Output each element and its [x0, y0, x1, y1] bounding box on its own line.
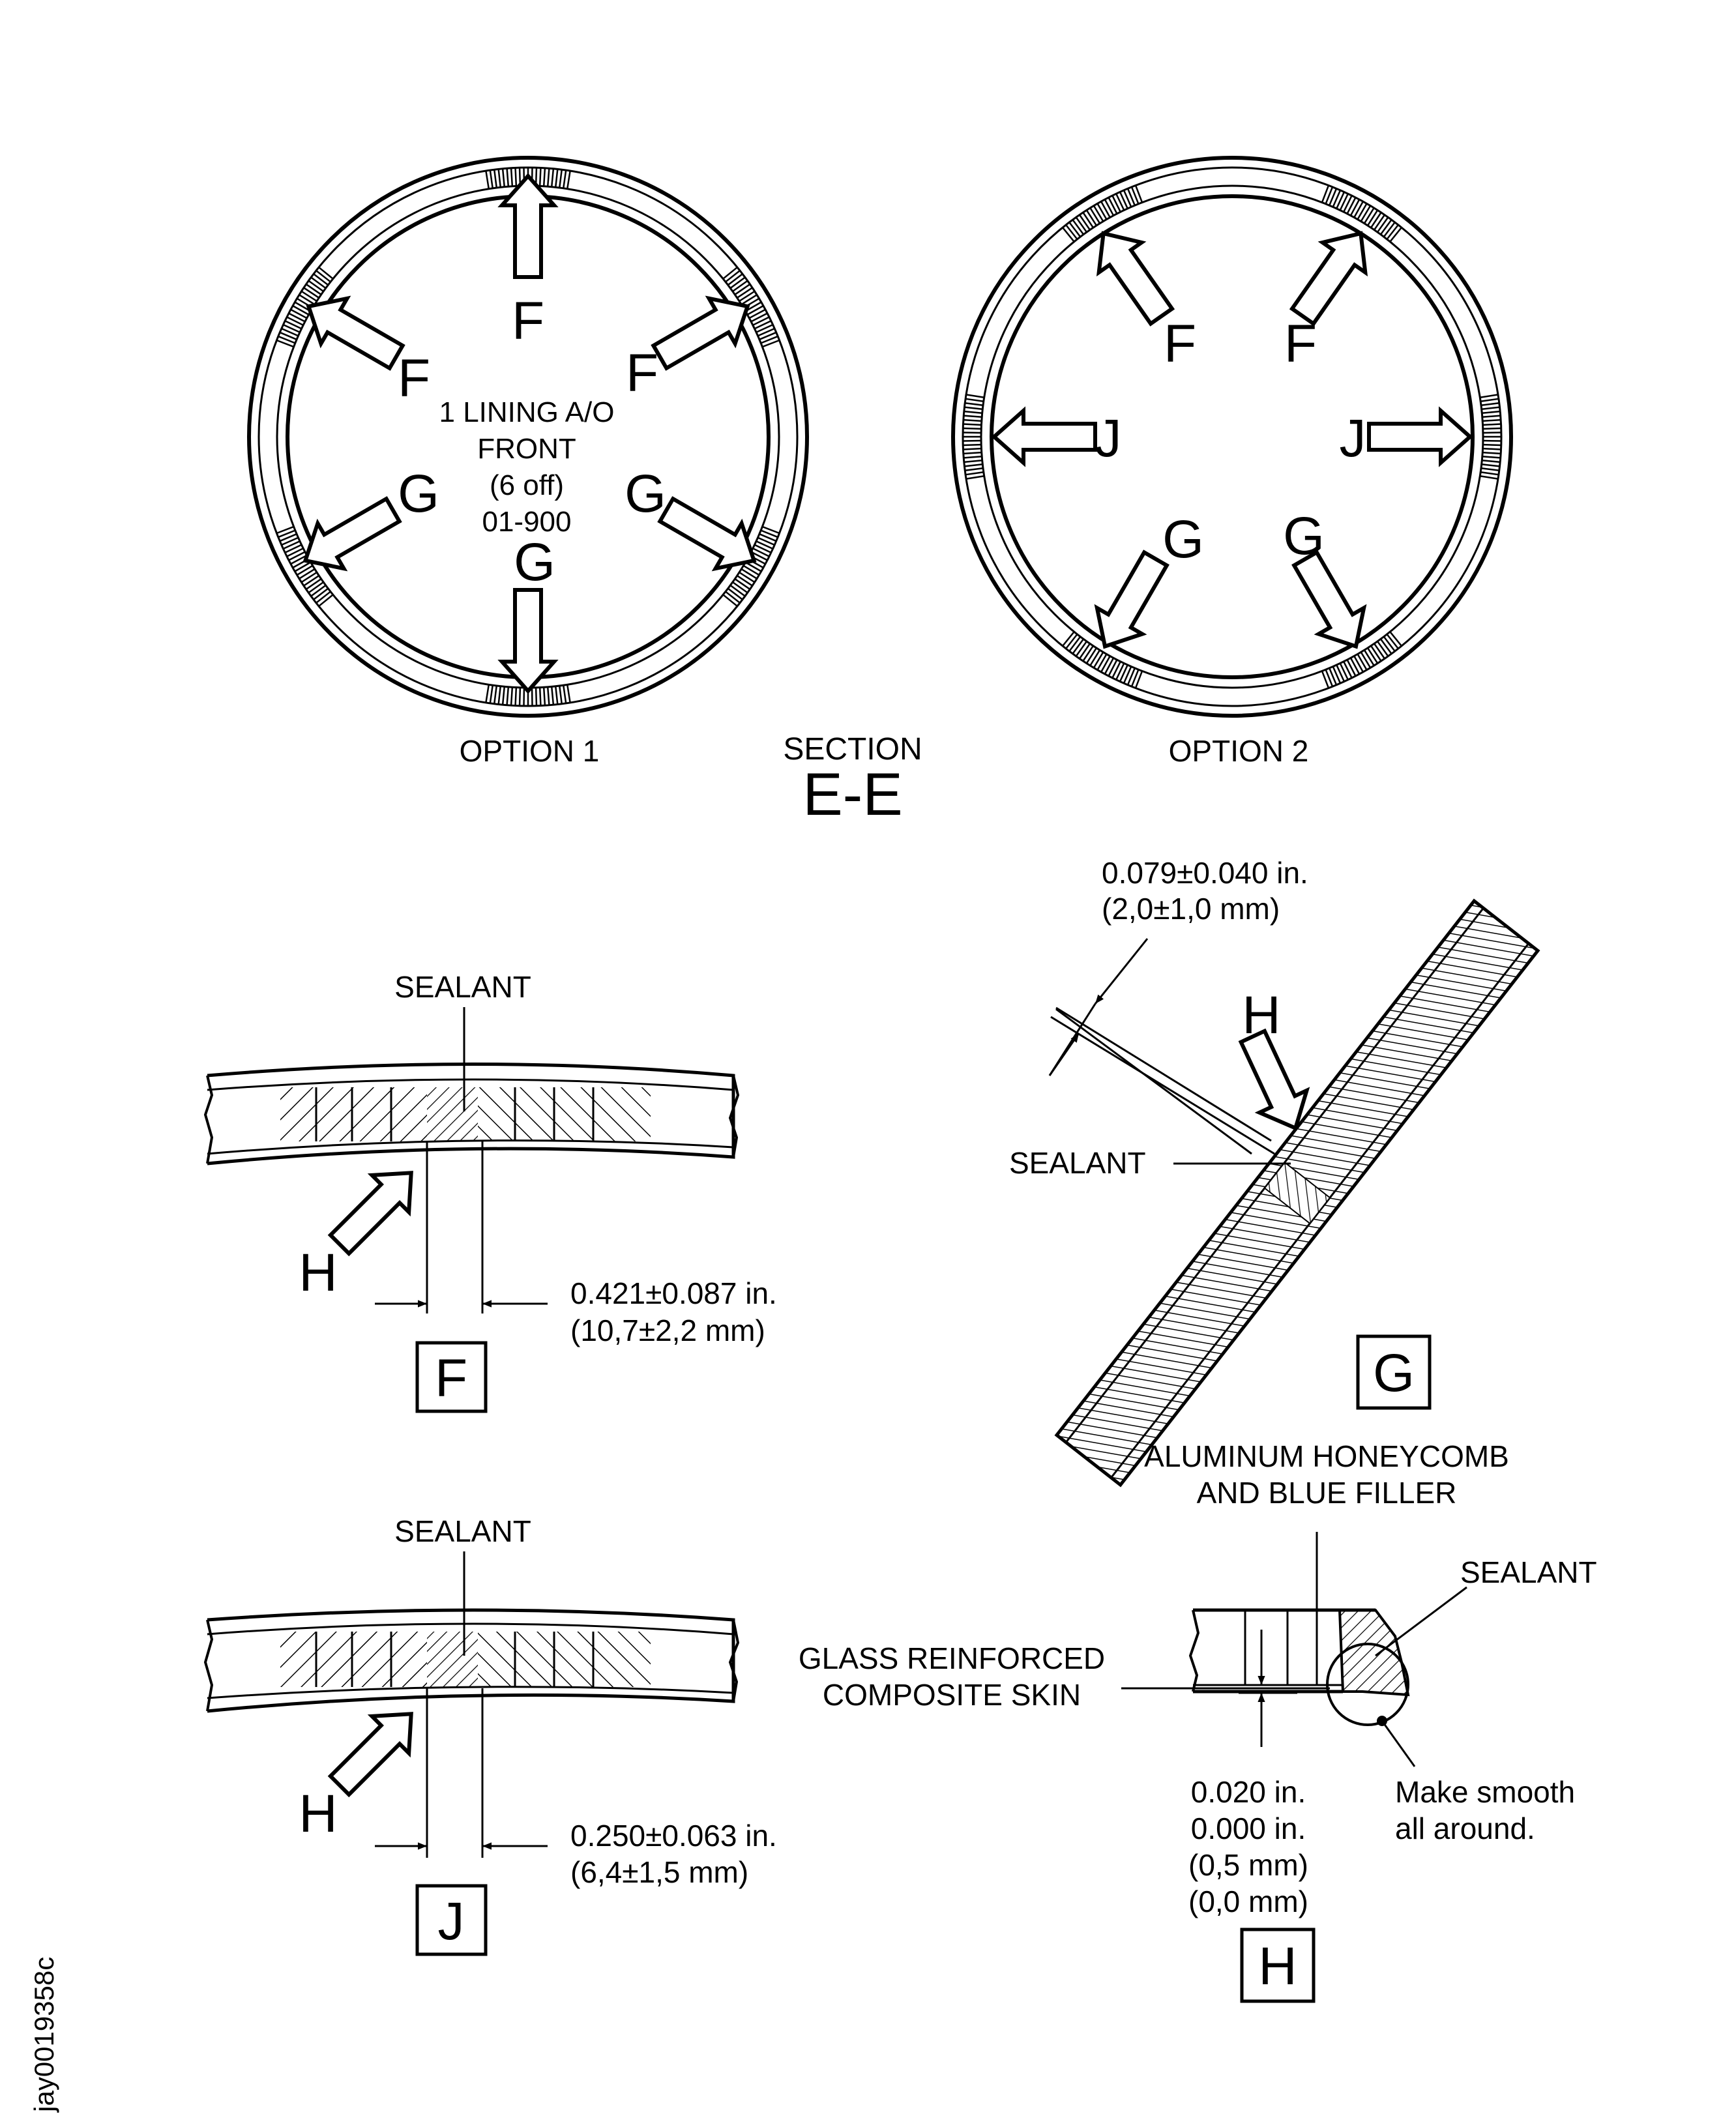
option1-arrows [302, 173, 757, 694]
option2-arrow-j-right [1367, 406, 1473, 467]
detail-h-skin-line-2: COMPOSITE SKIN [823, 1678, 1081, 1712]
option2-arrow-g-left [1094, 550, 1170, 649]
detail-h-dim-line-3: (0,5 mm) [1188, 1848, 1308, 1882]
option1-joint-ticks [276, 168, 780, 706]
option1-arrow-f-top [497, 173, 559, 279]
option1-center-line-1: 1 LINING A/O [439, 396, 615, 428]
detail-h: ALUMINUM HONEYCOMB AND BLUE FILLER SEALA… [799, 1439, 1597, 2003]
option2-ring [951, 156, 1513, 718]
detail-g-sealant-label: SEALANT [1009, 1146, 1146, 1180]
option2-arrow-labels: F F J J G G [1095, 314, 1366, 569]
detail-h-note-line-2: all around. [1395, 1812, 1535, 1845]
detail-f-view-arrow [327, 1171, 413, 1257]
detail-g-tag: G [1373, 1343, 1415, 1403]
detail-h-dim-line-4: (0,0 mm) [1188, 1885, 1308, 1918]
section-id: E-E [802, 761, 902, 828]
detail-f: SEALANT H 0.421±0.087 in. (10,7±2,2 mm) … [203, 970, 777, 1413]
option2-label-f-left: F [1164, 314, 1196, 374]
detail-j-dim-in: 0.250±0.063 in. [570, 1819, 777, 1853]
detail-g-dim-mm: (2,0±1,0 mm) [1102, 892, 1280, 926]
option2-label-g-left: G [1162, 510, 1204, 569]
detail-j-view-label: H [299, 1784, 337, 1843]
option1-arrow-labels: F F F G G G [398, 291, 666, 592]
option1-arrow-f-left [306, 295, 405, 371]
detail-h-dim-line-2: 0.000 in. [1191, 1812, 1306, 1845]
detail-j-tag-box [415, 1884, 488, 1956]
detail-f-view-label: H [299, 1243, 337, 1302]
option1-label-f-left: F [398, 349, 430, 408]
option1-label-g-left: G [398, 464, 439, 523]
option1-arrow-g-left [302, 496, 402, 572]
detail-h-sealant-label: SEALANT [1460, 1555, 1597, 1589]
option1-label-g-bottom: G [514, 533, 555, 592]
option2-arrows [991, 231, 1473, 649]
detail-h-honeycomb-line-2: AND BLUE FILLER [1197, 1476, 1457, 1510]
option2-arrow-f-left [1096, 231, 1175, 327]
detail-j: SEALANT H 0.250±0.063 in. (6,4±1,5 mm) J [203, 1514, 777, 1956]
option2-arrow-f-right [1289, 231, 1368, 327]
detail-h-dim-line-1: 0.020 in. [1191, 1775, 1306, 1809]
option1-caption: OPTION 1 [460, 734, 600, 768]
detail-g-tag-box [1356, 1334, 1432, 1410]
detail-f-tag: F [435, 1349, 467, 1408]
detail-h-smooth-circle [1326, 1643, 1409, 1726]
detail-g: H SEALANT 0.079±0.040 in. (2,0±1,0 mm) G [1009, 856, 1540, 1488]
section-title: SECTION [783, 732, 922, 767]
detail-f-dim-in: 0.421±0.087 in. [570, 1276, 777, 1310]
option1-center-note: 1 LINING A/O FRONT (6 off) 01-900 [439, 396, 615, 538]
option1-center-line-3: (6 off) [490, 469, 564, 501]
detail-f-tag-box [415, 1341, 488, 1413]
option1-arrow-g-bottom [497, 588, 559, 694]
option1-center-line-2: FRONT [477, 433, 576, 465]
detail-j-view-arrow [327, 1712, 413, 1798]
option2-label-g-right: G [1283, 506, 1325, 566]
option2-label-j-left: J [1095, 409, 1122, 468]
option1-center-line-4: 01-900 [482, 506, 571, 538]
detail-h-honeycomb-line-1: ALUMINUM HONEYCOMB [1144, 1439, 1509, 1473]
detail-f-dim-mm: (10,7±2,2 mm) [570, 1313, 765, 1347]
detail-g-view-arrow [1238, 1028, 1310, 1131]
detail-h-skin-line-1: GLASS REINFORCED [799, 1641, 1105, 1675]
option2-label-f-right: F [1284, 314, 1317, 374]
option1-label-f-right: F [626, 344, 658, 403]
option2-joint-ticks [963, 184, 1501, 689]
figure-id: jay0019358c [29, 1957, 59, 2113]
option2-caption: OPTION 2 [1169, 734, 1309, 768]
detail-j-tag: J [438, 1892, 465, 1951]
option2-label-j-right: J [1340, 409, 1366, 468]
option2-arrow-j-left [991, 406, 1097, 467]
detail-f-sealant-label: SEALANT [394, 970, 531, 1004]
detail-h-tag: H [1258, 1937, 1297, 1996]
option1-label-g-right: G [625, 464, 666, 523]
option2-arrow-g-right [1291, 550, 1367, 649]
detail-j-panel [207, 1608, 735, 1713]
option1-arrow-f-right [651, 295, 750, 371]
detail-f-panel [207, 1063, 735, 1166]
option1-label-f-top: F [512, 291, 544, 351]
detail-g-dim-in: 0.079±0.040 in. [1102, 856, 1308, 890]
option1-arrow-g-right [657, 496, 757, 572]
detail-h-note-line-1: Make smooth [1395, 1775, 1575, 1809]
detail-j-dim-mm: (6,4±1,5 mm) [570, 1855, 748, 1889]
detail-j-sealant-label: SEALANT [394, 1514, 531, 1548]
detail-g-view-label: H [1242, 986, 1280, 1045]
detail-h-tag-box [1240, 1928, 1316, 2003]
